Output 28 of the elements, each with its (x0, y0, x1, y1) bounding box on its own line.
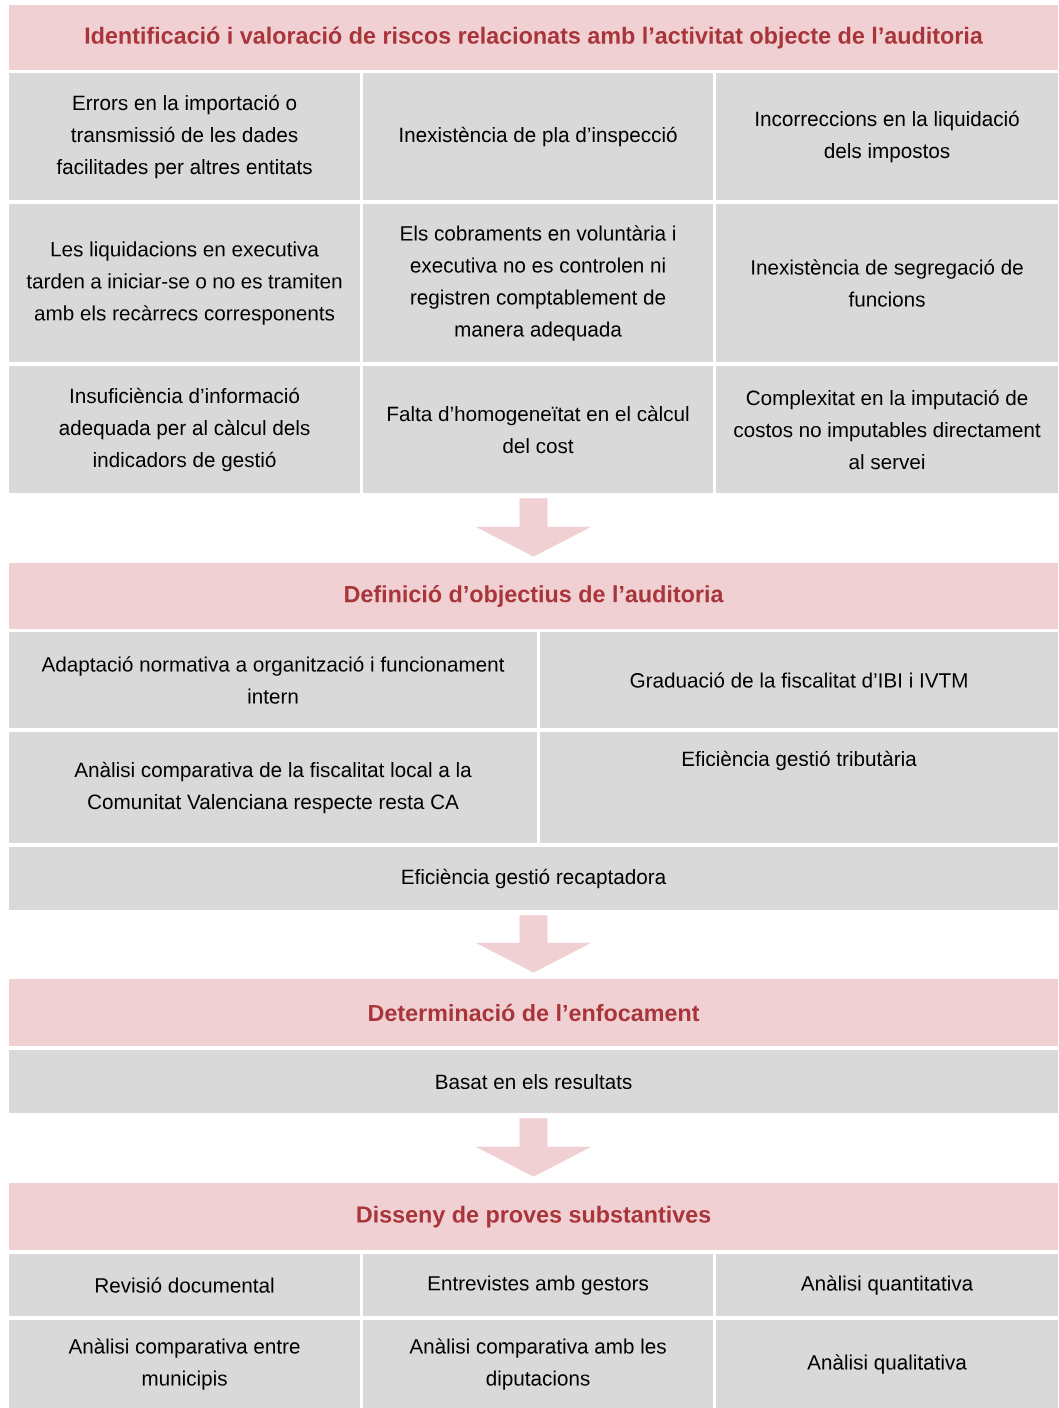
table-cell: Insuficiència d’informació adequada per al càlcul dels indicadors de gestió (9, 366, 360, 493)
table-cell: Les liquidacions en executiva tarden a iniciar-se o no es tramiten amb els recàrrecs corresponents (9, 204, 360, 362)
table-cell: Anàlisi comparativa amb les diputacions (363, 1320, 713, 1408)
block-arrow (475, 498, 592, 557)
table-cell: Inexistència de segregació de funcions (716, 204, 1058, 362)
block-arrow (475, 1118, 592, 1177)
section-header: Identificació i valoració de riscos relacionats amb l’activitat objecte de l’auditoria (9, 5, 1058, 70)
table-cell: Eficiència gestió recaptadora (9, 847, 1058, 910)
table-cell: Incorreccions en la liquidació dels impostos (716, 73, 1058, 200)
table-cell: Anàlisi qualitativa (716, 1320, 1058, 1408)
section-header: Disseny de proves substantives (9, 1183, 1058, 1250)
table-cell: Anàlisi comparativa de la fiscalitat local a la Comunitat Valenciana respecte resta CA (9, 732, 537, 843)
table-cell: Els cobraments en voluntària i executiva no es controlen ni registren comptablement de manera adequada (363, 204, 713, 362)
table-cell: Eficiència gestió tributària (540, 732, 1058, 843)
table-cell: Complexitat en la imputació de costos no imputables directament al servei (716, 366, 1058, 493)
table-cell: Errors en la importació o transmissió de les dades facilitades per altres entitats (9, 73, 360, 200)
table-cell: Anàlisi quantitativa (716, 1254, 1058, 1316)
table-cell: Revisió documental (9, 1254, 360, 1316)
table-cell: Graduació de la fiscalitat d’IBI i IVTM (540, 632, 1058, 728)
table-cell: Entrevistes amb gestors (363, 1254, 713, 1316)
table-cell: Adaptació normativa a organització i funcionament intern (9, 632, 537, 728)
section-header: Definició d’objectius de l’auditoria (9, 563, 1058, 629)
table-cell: Basat en els resultats (9, 1050, 1058, 1113)
table-cell: Falta d’homogeneïtat en el càlcul del cost (363, 366, 713, 493)
block-arrow (475, 915, 592, 973)
table-cell: Anàlisi comparativa entre municipis (9, 1320, 360, 1408)
table-cell: Inexistència de pla d’inspecció (363, 73, 713, 200)
section-header: Determinació de l’enfocament (9, 979, 1058, 1046)
